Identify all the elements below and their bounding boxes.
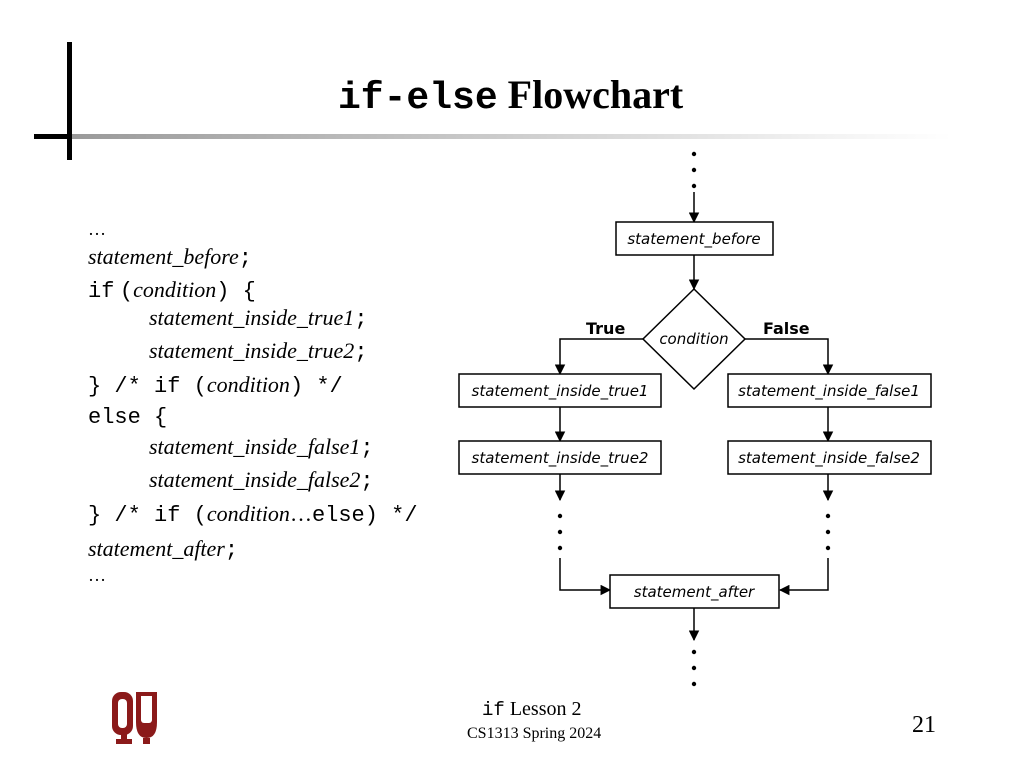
code-comment-close: ) */ [289,374,343,399]
flow-dots-bottom [691,649,697,687]
code-condition: condition [206,372,290,397]
flow-false1-label: statement_inside_false1 [738,382,920,401]
flow-condition-diamond: condition [641,287,747,391]
code-line-ellipsis-top: … [88,219,106,239]
flow-box-true2: statement_inside_true2 [458,440,662,475]
footer-course: CS1313 Spring 2024 [467,725,602,742]
university-logo [112,692,157,744]
code-semicolon: ; [360,469,374,494]
code-line-false1: statement_inside_false1; [149,432,374,464]
code-close-paren-brace: ) { [216,279,256,304]
flow-false2-label: statement_inside_false2 [738,449,920,468]
flow-box-statement-after: statement_after [609,574,780,609]
flow-true-label: True [586,319,625,338]
flow-true1-label: statement_inside_true1 [472,382,649,401]
footer-lesson-keyword: if [482,699,505,721]
flow-dots-top [691,151,697,189]
flow-box-statement-before: statement_before [615,221,774,256]
flow-dots-false [825,513,831,551]
code-line-if: if (condition) { [88,275,256,307]
flow-statement-after-label: statement_after [634,583,755,602]
title-vertical-rule [67,42,72,160]
code-statement-after: statement_after [88,536,225,561]
code-true2: statement_inside_true2 [149,338,355,363]
code-line-true1: statement_inside_true1; [149,303,368,335]
code-true1: statement_inside_true1 [149,305,355,330]
code-line-statement-after: statement_after; [88,534,238,566]
code-line-statement-before: statement_before; [88,242,252,274]
code-line-close-else: } /* if (condition…else) */ [88,499,418,531]
code-line-close-if: } /* if (condition) */ [88,370,343,402]
code-semicolon: ; [238,246,252,271]
code-condition: condition [133,277,217,302]
if-else-flowchart: statement_before condition True False st… [458,151,932,687]
code-false1: statement_inside_false1 [149,434,361,459]
code-line-true2: statement_inside_true2; [149,336,368,368]
page-number: 21 [912,712,936,738]
title-text: Flowchart [507,72,684,117]
code-false2: statement_inside_false2 [149,467,361,492]
code-open-paren: ( [119,279,134,304]
code-semicolon: ; [354,340,368,365]
flow-box-false2: statement_inside_false2 [727,440,932,475]
title-horizontal-rule-left [34,134,74,139]
flow-box-false1: statement_inside_false1 [727,373,932,408]
code-condition: condition [206,501,290,526]
slide-title: if-else Flowchart [338,70,683,124]
arrow-false-merge [778,558,829,596]
flow-condition-label: condition [659,330,728,348]
code-close-brace-comment: } /* if ( [88,374,207,399]
code-line-else: else { [88,405,168,430]
code-line-false2: statement_inside_false2; [149,465,374,497]
code-if-keyword: if [88,279,115,304]
footer-lesson: if Lesson 2 [482,698,581,721]
arrow-true-merge [559,558,612,596]
code-end-comment-close: else) */ [311,503,418,528]
flow-dots-true [557,513,563,551]
code-end-comment-ellipsis: … [289,501,312,526]
footer-lesson-label: Lesson 2 [509,698,582,720]
title-gradient-rule [72,134,952,139]
arrow-false-branch [745,338,834,376]
flow-box-true1: statement_inside_true1 [458,373,662,408]
code-line-ellipsis-bottom: … [88,565,106,585]
arrow-true-branch [554,338,643,376]
code-end-comment-open: } /* if ( [88,503,207,528]
flow-false-label: False [763,319,810,338]
code-semicolon: ; [224,538,239,563]
title-code: if-else [338,77,498,120]
code-semicolon: ; [354,307,368,332]
code-semicolon: ; [360,436,374,461]
flow-true2-label: statement_inside_true2 [472,449,649,468]
flow-statement-before-label: statement_before [627,230,760,249]
code-statement-before: statement_before [88,244,239,269]
